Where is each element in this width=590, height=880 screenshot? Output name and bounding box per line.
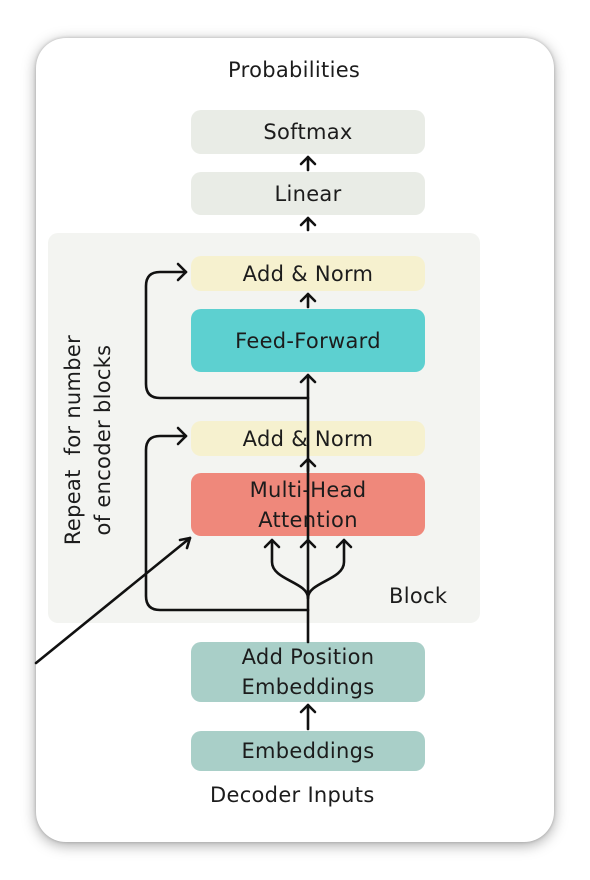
callout-pointer-arrow	[34, 536, 192, 665]
linear-box: Linear	[191, 172, 425, 215]
add-norm-to-linear-arrow	[299, 292, 317, 309]
add-norm-top-box: Add & Norm	[191, 256, 425, 291]
feed-forward-box: Feed-Forward	[191, 309, 425, 372]
residual-connection-bottom	[144, 426, 310, 612]
embeddings-to-position-arrow	[299, 703, 317, 731]
attention-to-add-norm-arrow	[299, 457, 317, 473]
block-label: Block	[389, 584, 448, 608]
output-label: Probabilities	[228, 58, 361, 82]
softmax-box: Softmax	[191, 110, 425, 154]
qkv-fork-arrows	[263, 538, 353, 600]
position-line-2: Embeddings	[241, 675, 375, 699]
softmax-to-output-arrow	[299, 155, 317, 172]
input-label: Decoder Inputs	[210, 783, 375, 807]
add-position-embeddings-box: Add Position Embeddings	[191, 642, 425, 702]
linear-to-softmax-arrow	[299, 216, 317, 232]
main-stream-line	[299, 373, 317, 644]
residual-connection-top	[144, 262, 310, 400]
embeddings-box: Embeddings	[191, 731, 425, 771]
position-line-1: Add Position	[241, 645, 375, 669]
